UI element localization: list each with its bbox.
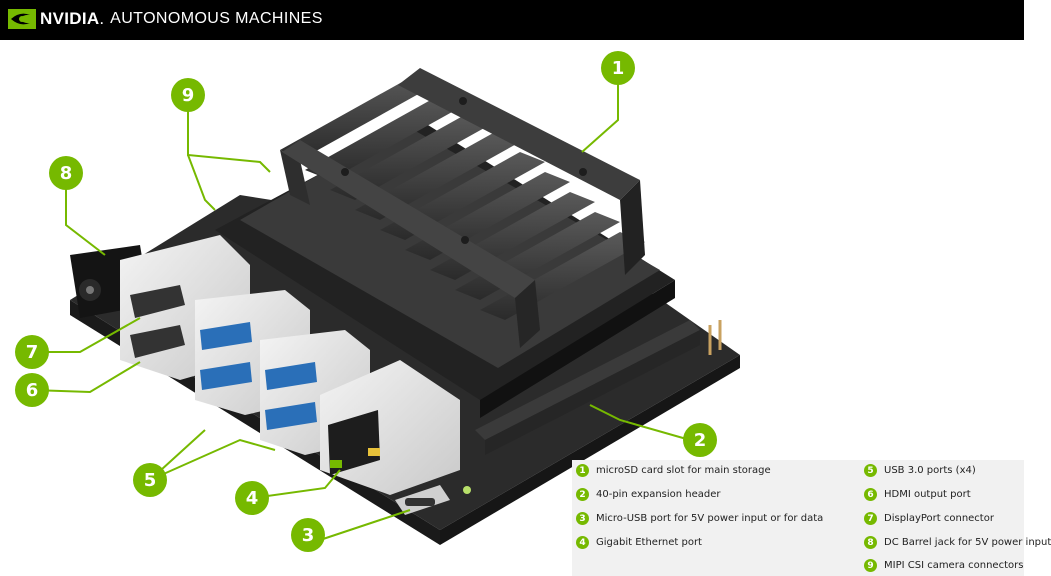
legend-item-1: 1 microSD card slot for main storage (576, 464, 771, 477)
micro-usb-port (395, 485, 450, 515)
svg-text:3: 3 (302, 525, 315, 546)
legend-item-6: 6 HDMI output port (864, 488, 971, 501)
nvidia-logo: NVIDIA . AUTONOMOUS MACHINES (8, 9, 323, 29)
legend-item-5: 5 USB 3.0 ports (x4) (864, 464, 976, 477)
svg-text:6: 6 (26, 380, 39, 401)
legend-item-9: 9 MIPI CSI camera connectors (864, 559, 1023, 572)
callout-4: 4 (235, 481, 269, 515)
legend-panel: 1 microSD card slot for main storage 2 4… (572, 460, 1051, 576)
svg-text:9: 9 (182, 85, 195, 106)
header-bar: NVIDIA . AUTONOMOUS MACHINES (0, 0, 1024, 40)
callout-5: 5 (133, 463, 167, 497)
callout-8: 8 (49, 156, 83, 190)
svg-text:8: 8 (60, 163, 73, 184)
jetson-nano-diagram: 1 2 3 4 5 6 7 8 9 (15, 51, 740, 552)
legend-item-4: 4 Gigabit Ethernet port (576, 536, 702, 549)
svg-text:7: 7 (26, 342, 39, 363)
gpio-header (475, 315, 722, 455)
svg-text:2: 2 (694, 430, 707, 451)
callout-1: 1 (601, 51, 635, 85)
power-led (463, 486, 471, 494)
page-subtitle: AUTONOMOUS MACHINES (110, 10, 323, 27)
svg-text:4: 4 (246, 488, 259, 509)
svg-text:1: 1 (612, 58, 625, 79)
callout-6: 6 (15, 373, 49, 407)
callout-2: 2 (683, 423, 717, 457)
legend-item-8: 8 DC Barrel jack for 5V power input (864, 536, 1051, 549)
legend-item-2: 2 40-pin expansion header (576, 488, 721, 501)
svg-text:5: 5 (144, 470, 157, 491)
brand-name: NVIDIA (40, 9, 100, 28)
callouts: 1 2 3 4 5 6 7 8 9 (15, 51, 717, 552)
heatsink (240, 68, 660, 368)
legend-item-7: 7 DisplayPort connector (864, 512, 994, 525)
legend-item-3: 3 Micro-USB port for 5V power input or f… (576, 512, 823, 525)
callout-3: 3 (291, 518, 325, 552)
ethernet-port (320, 360, 460, 495)
callout-9: 9 (171, 78, 205, 112)
nvidia-eye-icon (8, 9, 36, 29)
callout-7: 7 (15, 335, 49, 369)
